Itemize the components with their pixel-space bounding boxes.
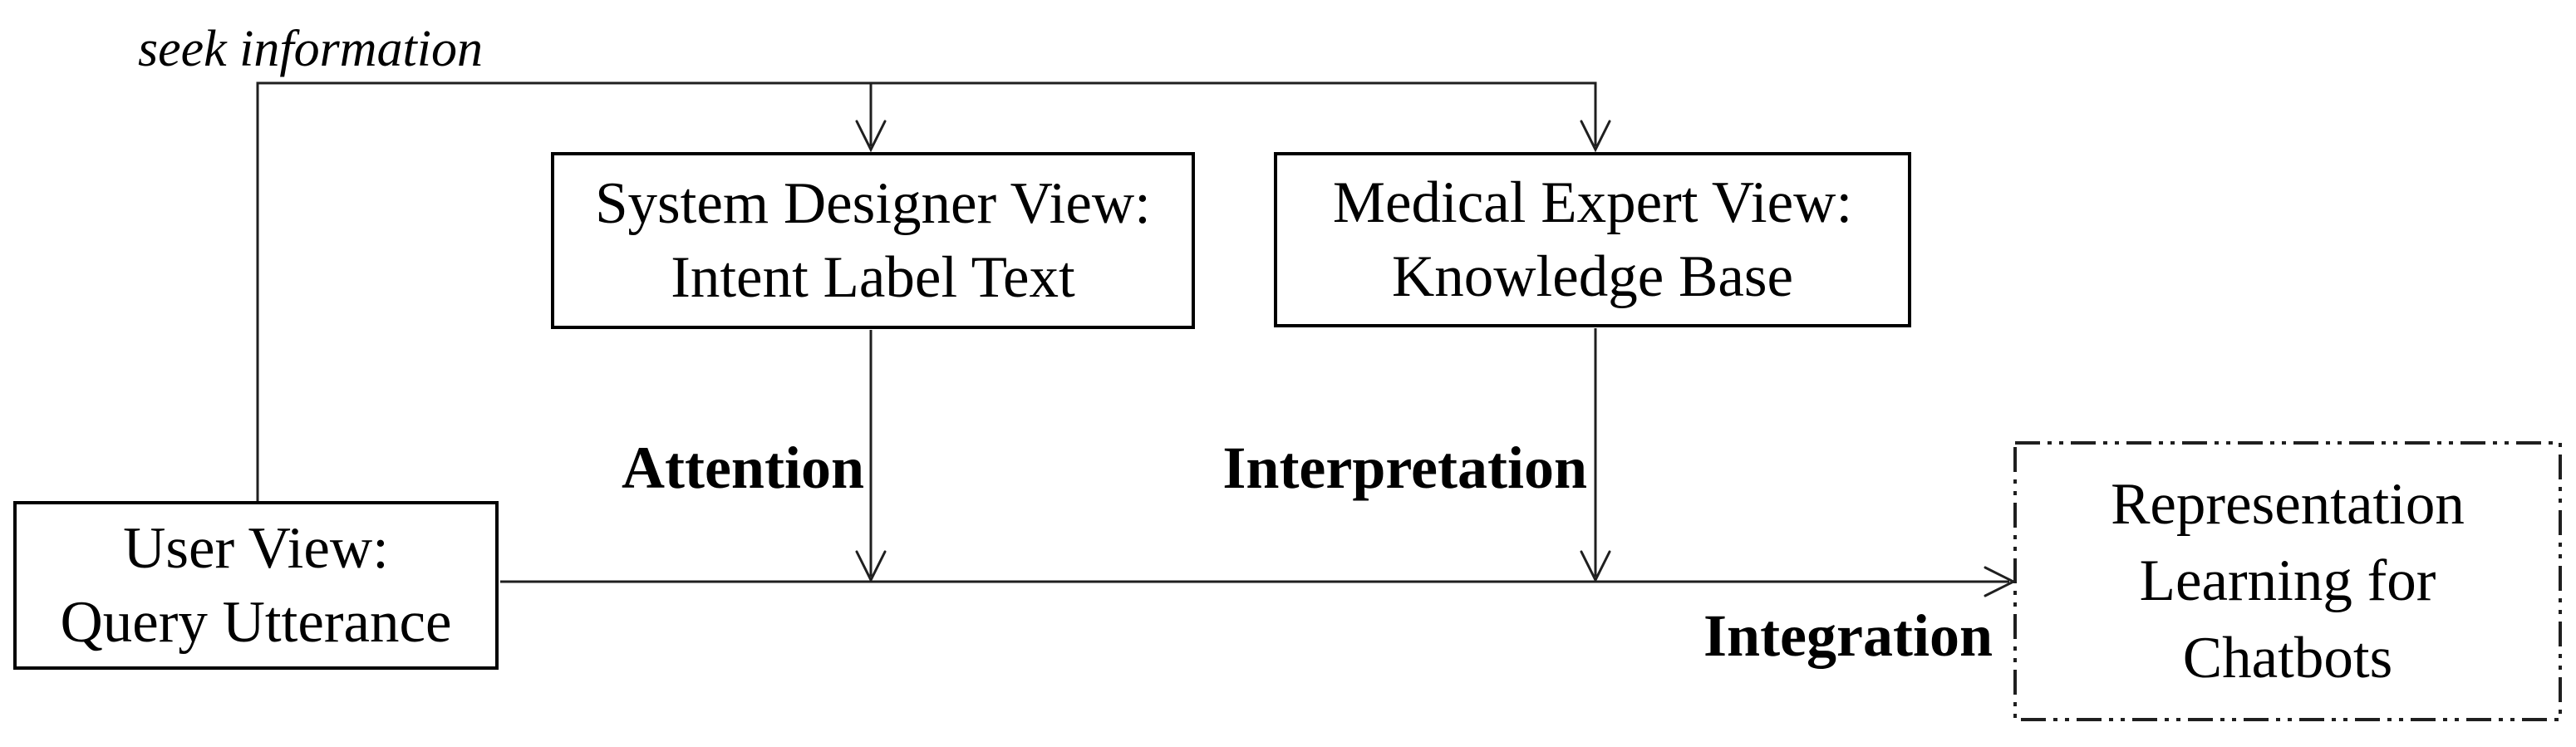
system-designer-view-subtitle: Intent Label Text [671,244,1075,310]
arrowhead-into-system-designer-icon [855,120,887,153]
integration-label: Integration [1703,602,1993,669]
attention-label: Attention [622,435,864,501]
medical-expert-view-box: Medical Expert View: Knowledge Base [1274,152,1911,327]
representation-box-border [2013,441,2562,721]
seek-information-label: seek information [138,21,483,77]
representation-line1: Representation [2111,472,2465,538]
arrowhead-attention-icon [855,550,887,583]
arrowhead-into-medical-expert-icon [1580,120,1611,153]
medical-expert-view-subtitle: Knowledge Base [1391,243,1794,309]
seek-information-connector [256,81,1597,501]
representation-learning-box: Representation Learning for Chatbots [2015,443,2560,720]
user-view-subtitle: Query Utterance [60,589,452,655]
system-designer-view-box: System Designer View: Intent Label Text [551,152,1195,329]
system-designer-view-title: System Designer View: [595,171,1151,237]
user-view-title: User View: [123,516,389,582]
interpretation-label: Interpretation [1222,435,1587,501]
representation-line2: Learning for [2139,548,2436,614]
representation-line3: Chatbots [2182,625,2393,690]
arrowhead-interpretation-icon [1580,550,1611,583]
medical-expert-view-title: Medical Expert View: [1332,170,1853,236]
user-view-box: User View: Query Utterance [13,501,499,670]
